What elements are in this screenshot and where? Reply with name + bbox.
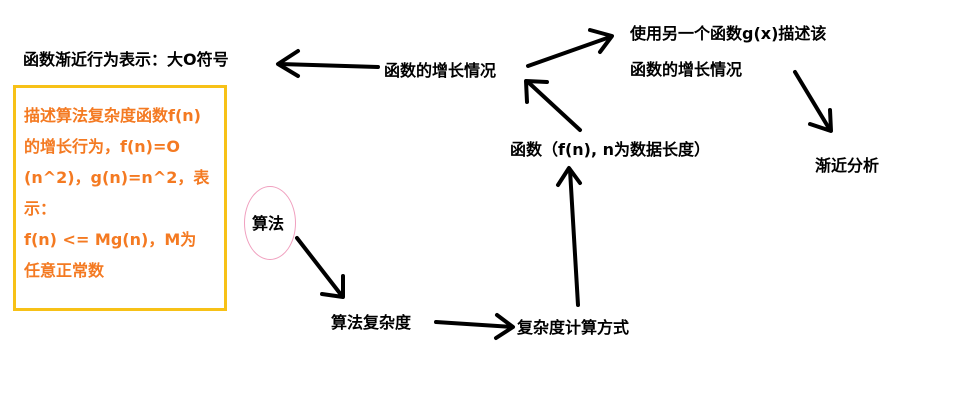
description-line: 的增长行为，f(n)=O <box>24 137 180 156</box>
arrow-calc-to-function <box>556 166 582 307</box>
description-line: 描述算法复杂度函数f(n) <box>24 106 201 125</box>
node-asymptotic-analysis: 渐近分析 <box>815 156 880 175</box>
arrow-g-to-analysis <box>793 70 833 133</box>
arrow-complexity-to-calc <box>434 313 515 340</box>
node-algorithm: 算法 <box>252 214 285 233</box>
description-line: (n^2)，g(n)=n^2，表 <box>24 168 210 187</box>
arrow-growth-to-g <box>526 28 614 68</box>
arrow-growth-to-notation <box>276 49 380 78</box>
description-line: 示： <box>24 199 57 218</box>
arrow-algorithm-to-complexity <box>295 236 345 299</box>
node-use-g-line2: 函数的增长情况 <box>630 60 743 79</box>
node-function-definition: 函数（f(n), n为数据长度） <box>510 140 711 159</box>
node-asymptotic-notation: 函数渐近行为表示：大O符号 <box>23 50 229 69</box>
algorithm-ellipse <box>244 186 296 260</box>
description-line: f(n) <= Mg(n)，M为 <box>24 230 197 249</box>
node-complexity-calculation: 复杂度计算方式 <box>517 318 630 337</box>
node-function-growth: 函数的增长情况 <box>384 61 497 80</box>
description-line: 任意正常数 <box>24 261 105 280</box>
node-algorithm-complexity: 算法复杂度 <box>331 313 412 332</box>
arrow-function-to-growth <box>524 79 582 132</box>
description-box: 描述算法复杂度函数f(n) 的增长行为，f(n)=O (n^2)，g(n)=n^… <box>13 85 227 311</box>
node-use-g-line1: 使用另一个函数g(x)描述该 <box>630 24 827 43</box>
